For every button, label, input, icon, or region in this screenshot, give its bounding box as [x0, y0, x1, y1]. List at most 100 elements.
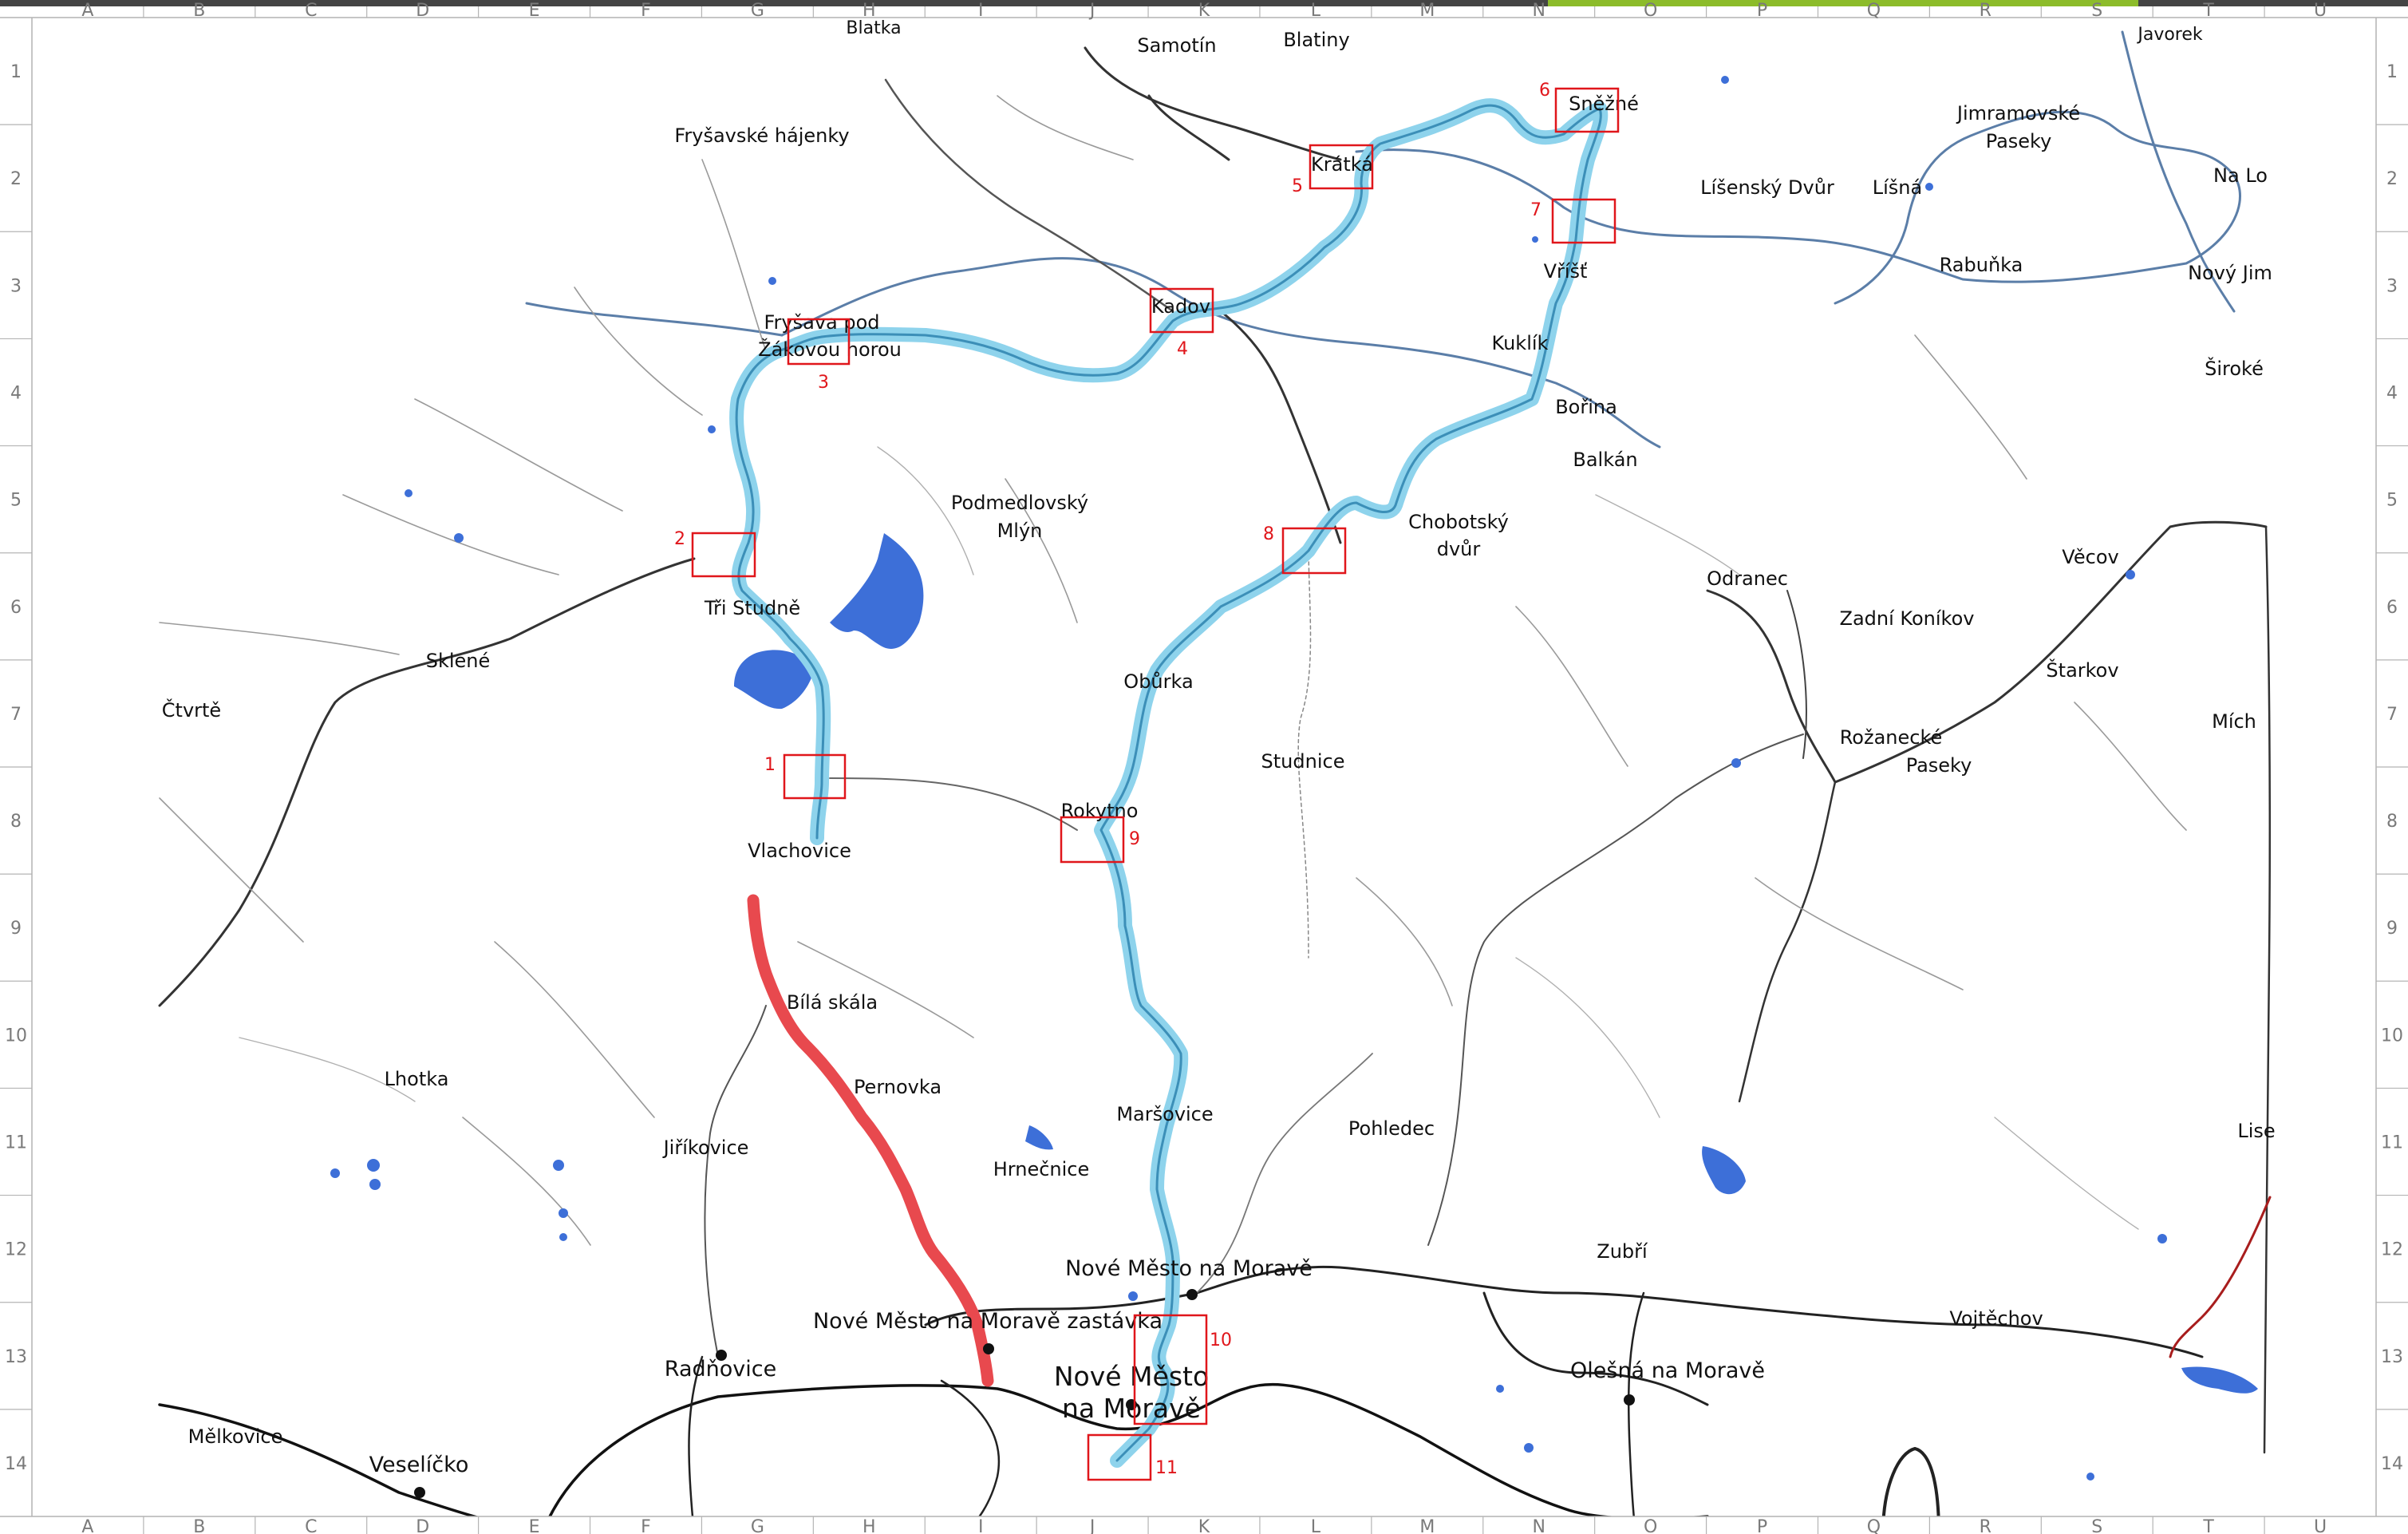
place-label-lise: Lise — [2237, 1120, 2275, 1142]
place-label-vecov: Věcov — [2062, 546, 2118, 568]
grid-col-label-bottom: N — [1532, 1517, 1545, 1534]
checkpoint-number: 9 — [1129, 829, 1140, 849]
checkpoint-box — [1554, 87, 1620, 133]
checkpoint-box — [783, 753, 847, 800]
checkpoint-6[interactable]: 6 — [1539, 81, 1620, 133]
grid-col-label-bottom: I — [978, 1517, 984, 1534]
place-label-frysavske-hajenky: Fryšavské hájenky — [674, 125, 849, 147]
checkpoint-box — [787, 318, 851, 366]
grid-row-label-right: 9 — [2386, 919, 2398, 939]
checkpoints: 1 2 3 4 5 6 7 8 9 10 11 — [674, 81, 1620, 1481]
grid-col-label-bottom: D — [416, 1517, 429, 1534]
grid-top-strip — [0, 6, 2408, 18]
checkpoint-box — [1551, 198, 1617, 244]
place-label-balkan: Balkán — [1573, 449, 1637, 471]
grid-col-label-top: D — [416, 1, 429, 21]
grid-row-label-left: 5 — [10, 491, 22, 511]
checkpoint-11[interactable]: 11 — [1087, 1433, 1178, 1481]
place-label-dvur: dvůr — [1437, 538, 1481, 560]
place-label-javorek: Javorek — [2136, 25, 2203, 45]
routes — [729, 98, 1609, 1468]
grid-col-label-top: B — [193, 1, 205, 21]
place-label-marsovice: Maršovice — [1116, 1103, 1213, 1125]
checkpoint-number: 6 — [1539, 81, 1550, 101]
place-label-mlyn: Mlýn — [997, 520, 1043, 542]
place-label-borina: Bořina — [1555, 396, 1617, 418]
grid-col-label-top: K — [1198, 1, 1210, 21]
place-label-veselicko: Veselíčko — [369, 1453, 469, 1477]
place-label-tri-studne: Tři Studně — [704, 597, 800, 619]
checkpoint-5[interactable]: 5 — [1292, 144, 1374, 196]
grid-col-label-bottom: A — [81, 1517, 93, 1534]
grid-row-label-right: 2 — [2386, 169, 2398, 189]
grid-col-label-top: G — [751, 1, 764, 21]
place-label-kadov: Kadov — [1151, 295, 1210, 318]
checkpoint-9[interactable]: 9 — [1060, 816, 1140, 864]
station-dot — [716, 1350, 727, 1361]
place-label-studnice: Studnice — [1261, 750, 1345, 773]
place-label-samotin: Samotín — [1137, 34, 1216, 57]
grid-col-label-top: Q — [1867, 1, 1881, 21]
place-label-kuklik: Kuklík — [1492, 332, 1549, 354]
grid-col-label-top: U — [2314, 1, 2327, 21]
grid-row-label-right: 5 — [2386, 491, 2398, 511]
place-label-jimramovske: Jimramovské — [1956, 102, 2080, 125]
grid-col-label-top: L — [1311, 1, 1321, 21]
checkpoint-3[interactable]: 3 — [787, 318, 851, 393]
grid-col-label-bottom: E — [529, 1517, 540, 1534]
checkpoint-number: 3 — [818, 373, 829, 393]
grid-col-label-bottom: L — [1311, 1517, 1321, 1534]
grid-row-label-right: 6 — [2386, 598, 2398, 618]
grid-col-label-bottom: R — [1980, 1517, 1992, 1534]
place-label-blatiny: Blatiny — [1283, 29, 1349, 51]
place-label-ctvrte: Čtvrtě — [162, 698, 221, 722]
grid-row-label-left: 1 — [10, 62, 22, 82]
grid-col-label-bottom: T — [2202, 1517, 2214, 1534]
grid-row-label-left: 12 — [5, 1240, 27, 1260]
grid-row-label-left: 6 — [10, 598, 22, 618]
checkpoint-box — [1149, 287, 1214, 334]
place-label-zubri: Zubří — [1597, 1240, 1648, 1263]
place-label-chobotsky: Chobotský — [1408, 511, 1509, 533]
grid-col-label-bottom: S — [2091, 1517, 2102, 1534]
grid-col-label-top: T — [2202, 1, 2214, 21]
grid-col-label-top: I — [978, 1, 984, 21]
grid-row-label-right: 1 — [2386, 62, 2398, 82]
grid-col-label-bottom: P — [1757, 1517, 1767, 1534]
checkpoint-number: 5 — [1292, 176, 1303, 196]
place-label-odranec: Odranec — [1707, 567, 1788, 590]
water-bodies — [330, 76, 2258, 1481]
checkpoint-10[interactable]: 10 — [1133, 1314, 1232, 1425]
grid-bottom-strip — [0, 1516, 2408, 1534]
place-label-bila-skala: Bílá skála — [787, 991, 878, 1014]
grid-col-label-top: N — [1532, 1, 1545, 21]
place-label-melkovice: Mělkovice — [188, 1425, 283, 1448]
place-label-na-lo: Na Lo — [2213, 164, 2268, 187]
place-label-na-morave: na Moravě — [1062, 1393, 1201, 1424]
grid-row-label-left: 9 — [10, 919, 22, 939]
grid-row-label-right: 3 — [2386, 276, 2398, 296]
checkpoint-number: 8 — [1263, 524, 1274, 544]
checkpoint-8[interactable]: 8 — [1263, 524, 1347, 575]
checkpoint-2[interactable]: 2 — [674, 529, 756, 578]
place-label-hrnecnice: Hrnečnice — [993, 1158, 1090, 1180]
place-label-olesna-na-morave: Olešná na Moravě — [1570, 1358, 1765, 1383]
grid-row-label-right: 13 — [2381, 1347, 2403, 1367]
grid-row-label-right: 12 — [2381, 1240, 2403, 1260]
grid-col-label-top: O — [1644, 1, 1657, 21]
place-label-paseky: Paseky — [1986, 130, 2052, 152]
grid-row-label-right: 14 — [2381, 1454, 2403, 1474]
place-label-lisensky-dvur: Líšenský Dvůr — [1700, 176, 1834, 199]
place-label-radnovice: Radňovice — [665, 1357, 776, 1382]
road-network — [158, 30, 2272, 1534]
place-label-novy-jim: Nový Jim — [2188, 262, 2272, 284]
checkpoint-7[interactable]: 7 — [1530, 198, 1617, 244]
grid-row-label-right: 8 — [2386, 812, 2398, 832]
checkpoint-4[interactable]: 4 — [1149, 287, 1214, 359]
checkpoint-box — [1133, 1314, 1208, 1425]
place-label-pohledec: Pohledec — [1348, 1117, 1435, 1140]
checkpoint-1[interactable]: 1 — [764, 753, 847, 800]
